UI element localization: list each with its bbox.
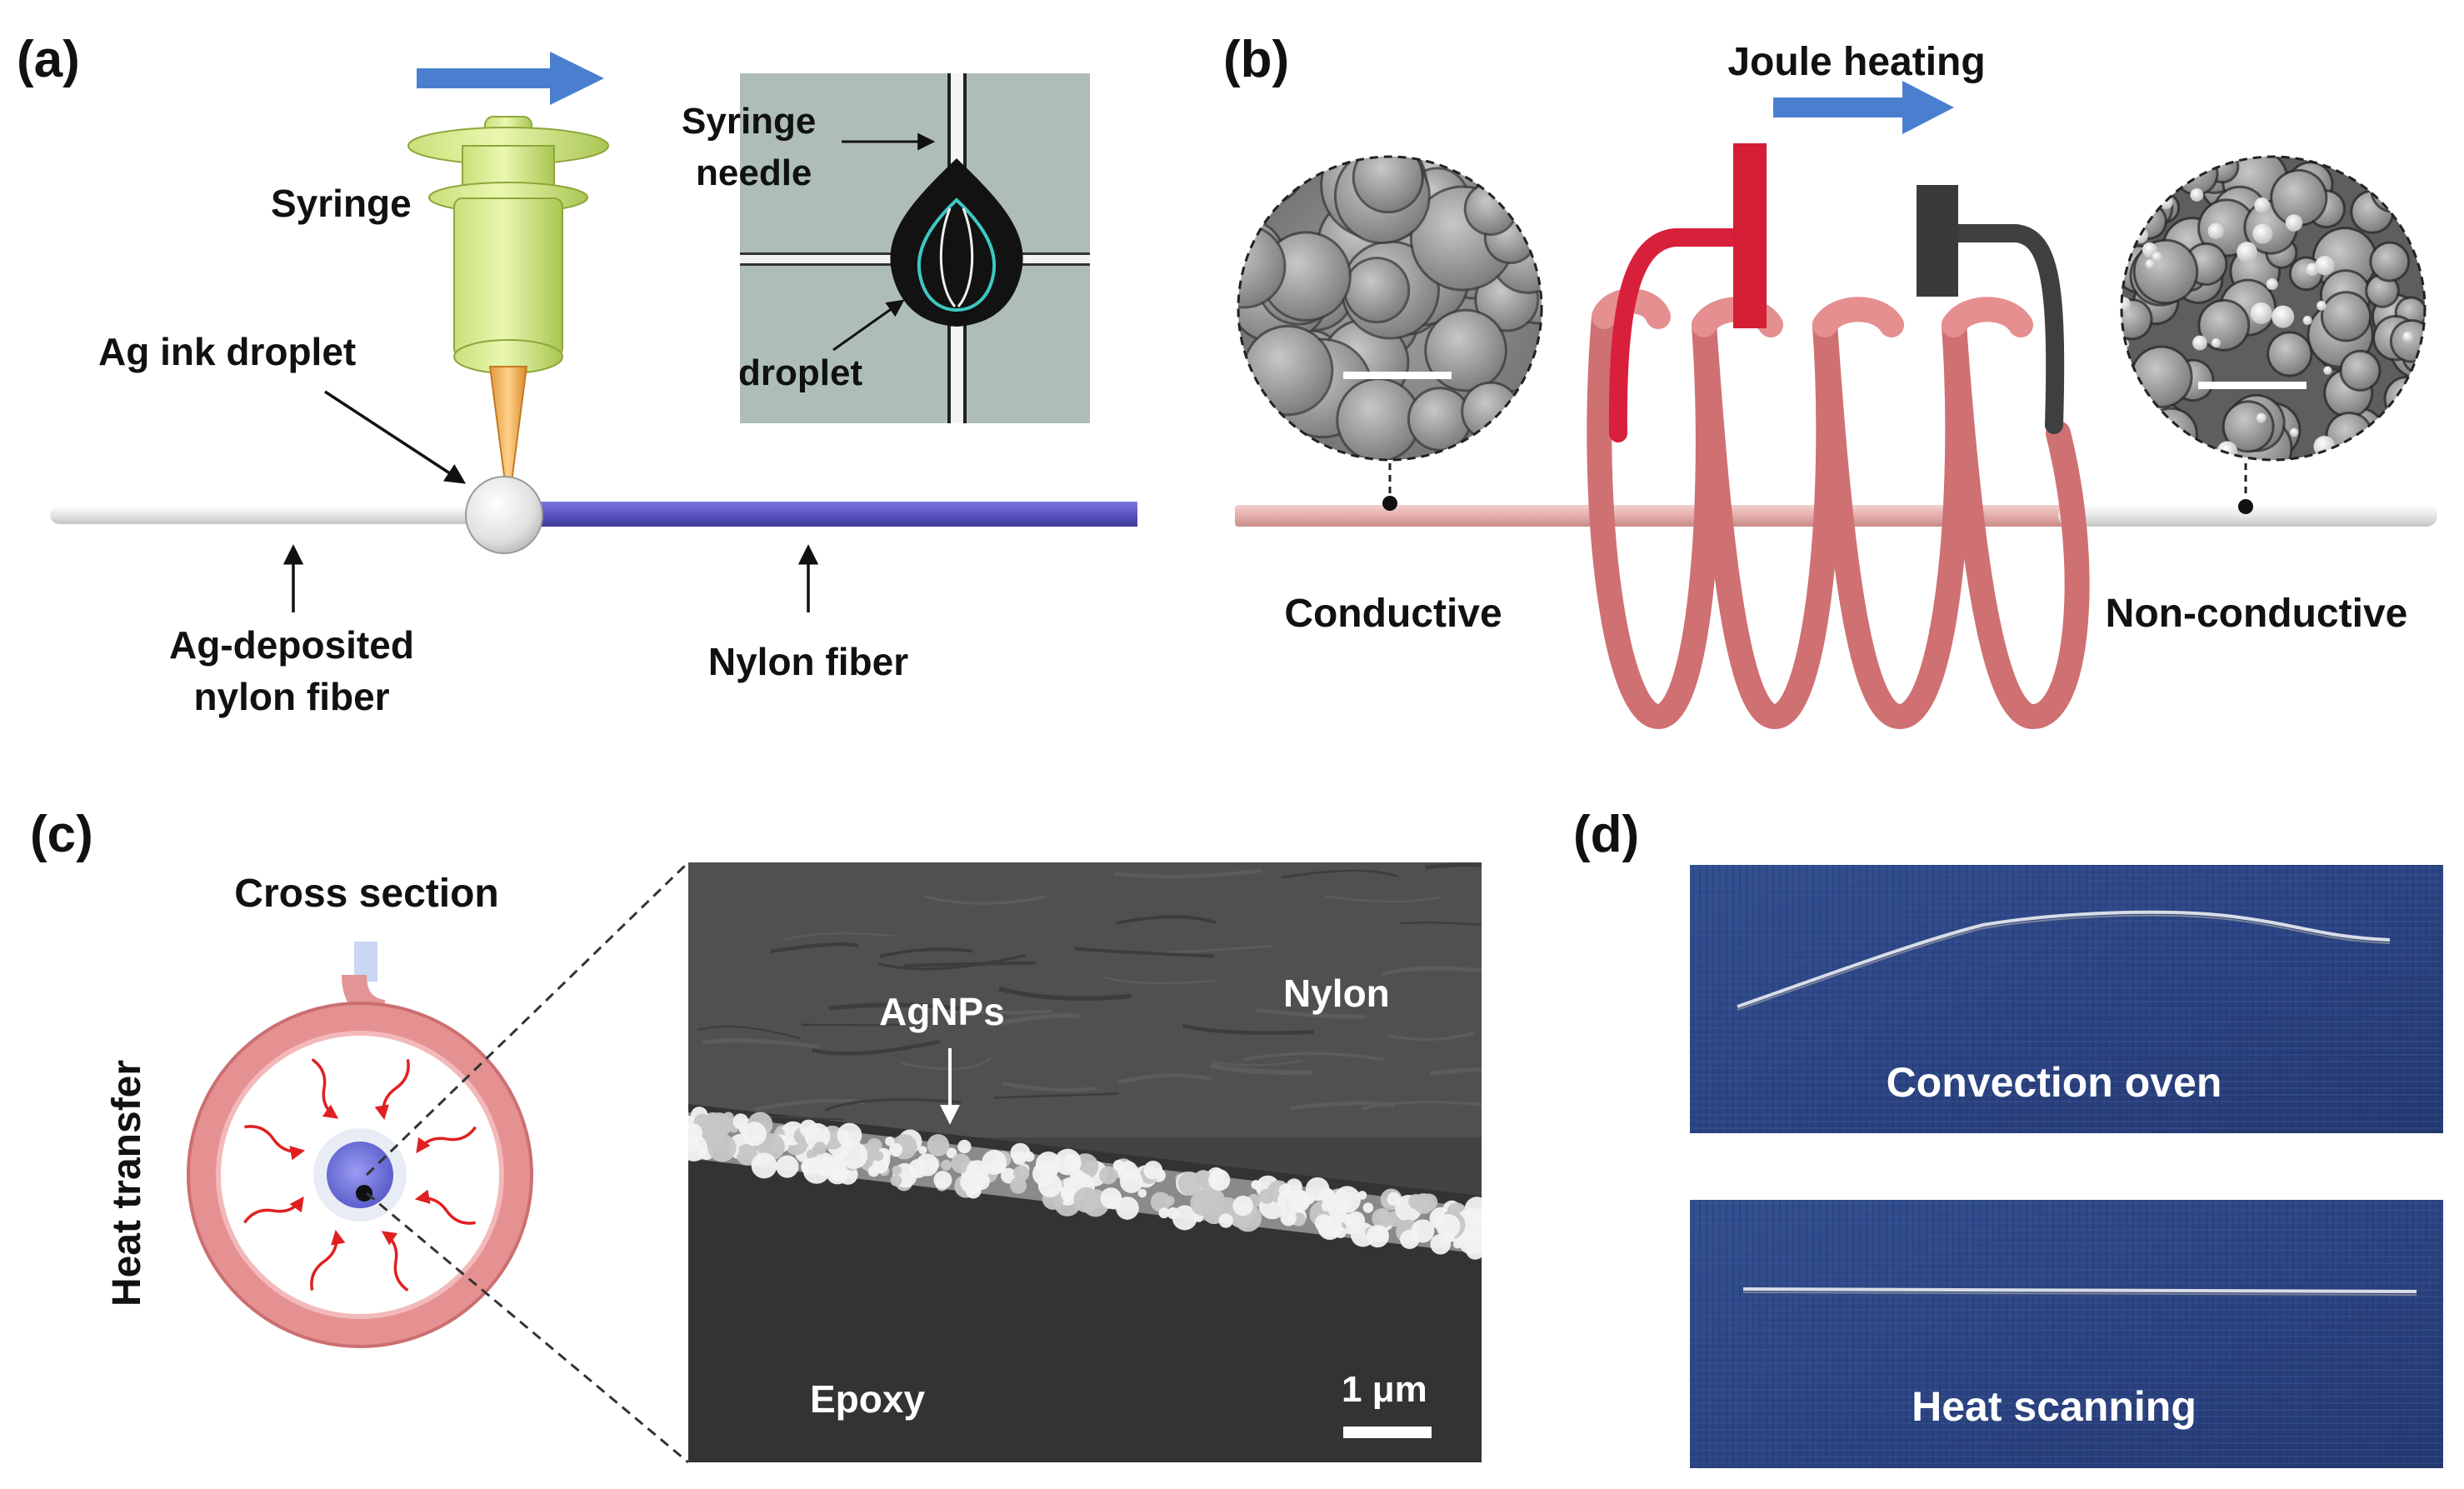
heat-scanning-label: Heat scanning	[1912, 1383, 2197, 1430]
motion-arrow-icon	[417, 52, 604, 105]
cross-section-label: Cross section	[234, 872, 498, 916]
heat-arrow-icon	[244, 1125, 306, 1161]
heating-coil-front	[1592, 288, 2033, 337]
ag-fiber-label-1: Ag-deposited	[169, 623, 414, 667]
heating-coil	[1587, 304, 2090, 730]
heat-arrow-icon	[416, 1126, 477, 1154]
heat-arrow-icon	[374, 1059, 410, 1121]
syringe-icon	[407, 116, 609, 482]
syringe-label: Syringe	[271, 182, 412, 225]
panel-b: (b) Joule heating	[1223, 31, 2437, 730]
conductive-fiber-segment	[1235, 505, 2068, 527]
heat-arrow-icon	[242, 1196, 304, 1224]
panel-a: (a) Syringe	[17, 31, 1137, 718]
panel-b-letter: (b)	[1223, 31, 1289, 88]
nylon-region-label: Nylon	[1283, 972, 1390, 1015]
heat-arrow-icon	[311, 1057, 339, 1119]
non-conductive-label: Non-conductive	[2106, 592, 2408, 636]
sem-scale-bar	[2198, 382, 2307, 389]
non-conductive-fiber-segment	[2058, 505, 2437, 527]
heat-arrow-icon	[310, 1229, 346, 1291]
ag-ink-droplet	[465, 476, 543, 554]
heat-arrow-icon	[381, 1231, 409, 1292]
heat-arrow-icon	[414, 1189, 476, 1225]
cross-section-ring	[187, 942, 533, 1348]
joule-heating-arrow-icon	[1773, 81, 1954, 134]
agnps-label: AgNPs	[879, 990, 1005, 1033]
positive-electrode	[1733, 143, 1767, 328]
panel-d-letter: (d)	[1573, 806, 1639, 863]
convection-oven-label: Convection oven	[1887, 1059, 2222, 1106]
sem-conductive-circle	[1237, 155, 1543, 511]
heat-transfer-label: Heat transfer	[105, 1060, 149, 1307]
panel-a-letter: (a)	[17, 31, 80, 88]
panel-d: (d) Convection oven Heat scanning	[1573, 806, 2443, 1468]
ag-deposited-fiber	[50, 506, 521, 524]
ag-fiber-label-2: nylon fiber	[193, 675, 389, 718]
negative-electrode	[1917, 185, 1958, 297]
scale-bar	[1343, 1427, 1432, 1438]
sem-cross-section-image	[688, 862, 1482, 1462]
panel-c: (c) Cross section Heat transfer	[30, 806, 1482, 1464]
zoom-line-top	[365, 861, 690, 1177]
joule-heating-label: Joule heating	[1727, 40, 1985, 84]
droplet-microscope-inset	[740, 73, 1090, 423]
sem-non-conductive-circle	[2120, 155, 2427, 514]
nylon-fiber-label: Nylon fiber	[708, 640, 908, 683]
inset-needle-label-1: Syringe	[682, 101, 816, 142]
conductive-label: Conductive	[1284, 592, 1502, 636]
panel-c-letter: (c)	[30, 806, 93, 863]
positive-lead	[1608, 228, 1742, 442]
ag-ink-droplet-label: Ag ink droplet	[98, 330, 356, 373]
inset-needle-label-2: needle	[696, 152, 812, 193]
zoom-line-bottom	[366, 1192, 689, 1464]
sem-scale-bar	[1343, 372, 1452, 379]
photo-convection-oven	[1690, 865, 2443, 1133]
scale-bar-label: 1 μm	[1342, 1369, 1427, 1410]
photo-heat-scanning	[1690, 1200, 2443, 1468]
epoxy-region-label: Epoxy	[810, 1377, 925, 1421]
droplet-pointer-arrow	[832, 299, 905, 352]
negative-lead	[1947, 224, 2065, 434]
ag-ink-pointer-arrow	[324, 390, 467, 484]
inset-droplet-label: droplet	[738, 352, 862, 393]
nylon-fiber	[517, 502, 1137, 527]
